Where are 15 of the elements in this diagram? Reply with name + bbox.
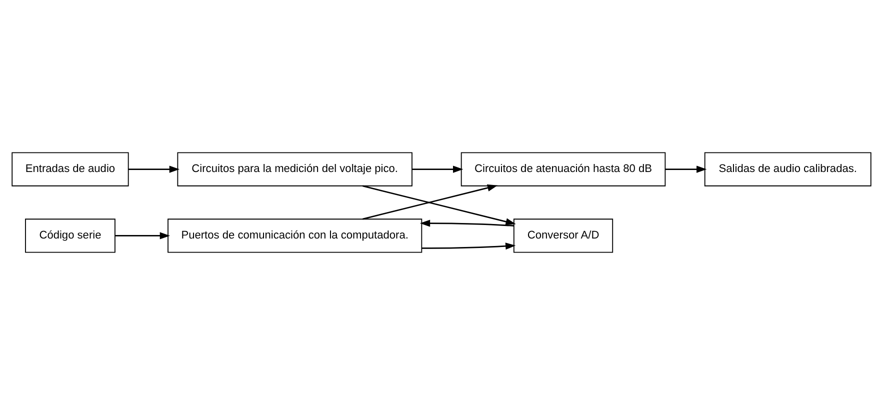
node-box: Entradas de audio xyxy=(12,152,129,186)
node-box: Circuitos de atenuación hasta 80 dB xyxy=(460,152,666,186)
arrow xyxy=(362,184,498,220)
arrow xyxy=(412,166,464,173)
node-box: Circuitos para la medición del voltaje pico. xyxy=(177,152,412,186)
arrow xyxy=(128,166,180,173)
arrow xyxy=(422,242,516,250)
node-box: Conversor A/D xyxy=(513,218,614,253)
arrow xyxy=(420,220,514,227)
arrow xyxy=(665,166,707,173)
node-box: Salidas de audio calibradas. xyxy=(704,152,872,186)
node-box: Código serie xyxy=(25,218,116,253)
arrow xyxy=(115,232,170,240)
node-box: Puertos de comunicación con la computadora. xyxy=(168,218,422,253)
arrow xyxy=(362,185,516,226)
